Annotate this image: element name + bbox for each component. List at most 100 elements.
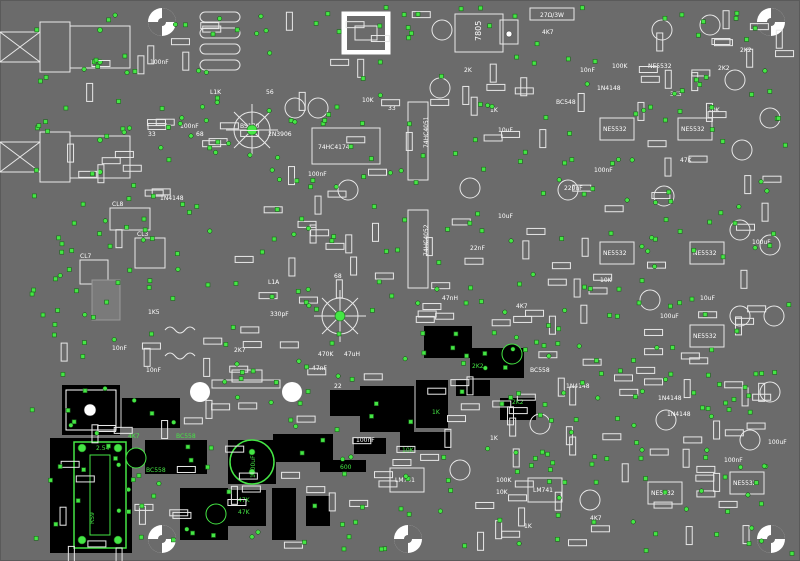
test-pad [166, 157, 172, 163]
via [762, 68, 768, 74]
resistor-footprint [508, 494, 528, 502]
test-pad [448, 488, 453, 493]
via [708, 413, 714, 419]
resistor-footprint [651, 192, 671, 200]
test-pad [57, 464, 63, 469]
resistor-footprint [647, 140, 667, 148]
test-pad [308, 184, 313, 190]
via [639, 388, 645, 394]
resistor-footprint [664, 69, 672, 89]
res-1k5-label: 1K5 [148, 309, 160, 316]
test-pad [342, 471, 347, 477]
test-pad [725, 509, 730, 514]
via [562, 307, 568, 313]
diode-1n4148-c-label: 1N4148 [566, 383, 590, 390]
via [335, 373, 341, 379]
resistor-footprint [67, 545, 75, 561]
resistor-footprint [724, 381, 744, 389]
res-1k-d-label: 1K [432, 409, 441, 416]
test-pad [409, 30, 414, 36]
test-pad [376, 279, 382, 285]
inductor-cl3: CL3 [134, 231, 166, 269]
test-pad [141, 216, 147, 222]
test-pad [598, 371, 604, 376]
test-pad [379, 546, 384, 552]
resistor-footprint [685, 526, 693, 546]
inductor-cl8-label: CL8 [112, 201, 124, 208]
test-pad [215, 139, 221, 145]
test-pad [534, 339, 539, 345]
cap-10nf-b-label: 10nF [146, 367, 161, 374]
test-pad [294, 178, 300, 184]
test-pad [107, 243, 113, 249]
resistor-footprint [746, 422, 766, 430]
via [546, 353, 552, 359]
test-pad [546, 323, 551, 328]
via [738, 464, 744, 470]
test-pad [776, 115, 781, 121]
test-pad [130, 477, 136, 483]
test-pad [69, 248, 75, 253]
test-pad [320, 437, 326, 443]
resistor-footprint [211, 403, 231, 411]
via [293, 423, 299, 429]
test-pad [269, 294, 275, 300]
resistor-footprint [640, 75, 660, 83]
resistor-footprint [486, 83, 506, 91]
resistor-footprint [602, 433, 622, 441]
cap-10uf-a-label: 10uF [498, 127, 513, 134]
resistor-footprint [683, 436, 703, 444]
test-pad [93, 57, 99, 63]
resistor-footprint [653, 501, 673, 509]
via [761, 463, 767, 469]
resistor-footprint [405, 131, 413, 151]
test-pad [234, 27, 240, 33]
test-pad [71, 220, 77, 226]
via [631, 422, 637, 428]
via [759, 538, 764, 544]
resistor-footprint [115, 229, 123, 249]
ic-ne5532-d: NE5532 [689, 241, 725, 265]
resistor-footprint [352, 437, 372, 445]
power-resistor-27ohm-label: 27Ω/3W [540, 12, 564, 19]
test-pad [138, 534, 144, 540]
cap-330pf-label: 330pF [270, 311, 289, 318]
resistor-footprint [742, 525, 750, 545]
resistor-footprint [557, 377, 565, 397]
test-pad [589, 461, 595, 467]
via [68, 422, 74, 428]
test-pad [80, 201, 86, 207]
test-pad [615, 416, 620, 421]
test-pad [226, 489, 232, 495]
test-pad [458, 6, 464, 12]
test-pad [633, 394, 638, 399]
via [629, 157, 635, 163]
resistor-footprint [752, 393, 772, 401]
via [57, 273, 63, 278]
test-pad [304, 364, 309, 370]
via [415, 300, 421, 306]
via [584, 81, 590, 87]
resistor-footprint [288, 166, 296, 186]
via [305, 286, 311, 292]
test-pad [401, 12, 407, 17]
test-pad [348, 144, 354, 149]
test-pad [97, 231, 102, 236]
via [177, 121, 183, 127]
db-pitch-label: 2.54 [96, 445, 110, 452]
resistor-footprint [283, 541, 303, 549]
via [568, 429, 574, 435]
res-47k-a-label: 47K [238, 497, 251, 504]
test-pad [445, 478, 451, 483]
via [556, 177, 562, 183]
resistor-footprint [113, 426, 133, 434]
test-pad [700, 405, 705, 411]
test-pad [115, 280, 121, 285]
cap-100nf-c-label: 100nF [308, 171, 327, 178]
resistor-footprint [219, 122, 239, 130]
test-pad [439, 73, 444, 79]
resistor-footprint [569, 436, 577, 456]
test-pad [368, 156, 374, 161]
test-pad [541, 343, 547, 348]
test-pad [334, 104, 340, 110]
